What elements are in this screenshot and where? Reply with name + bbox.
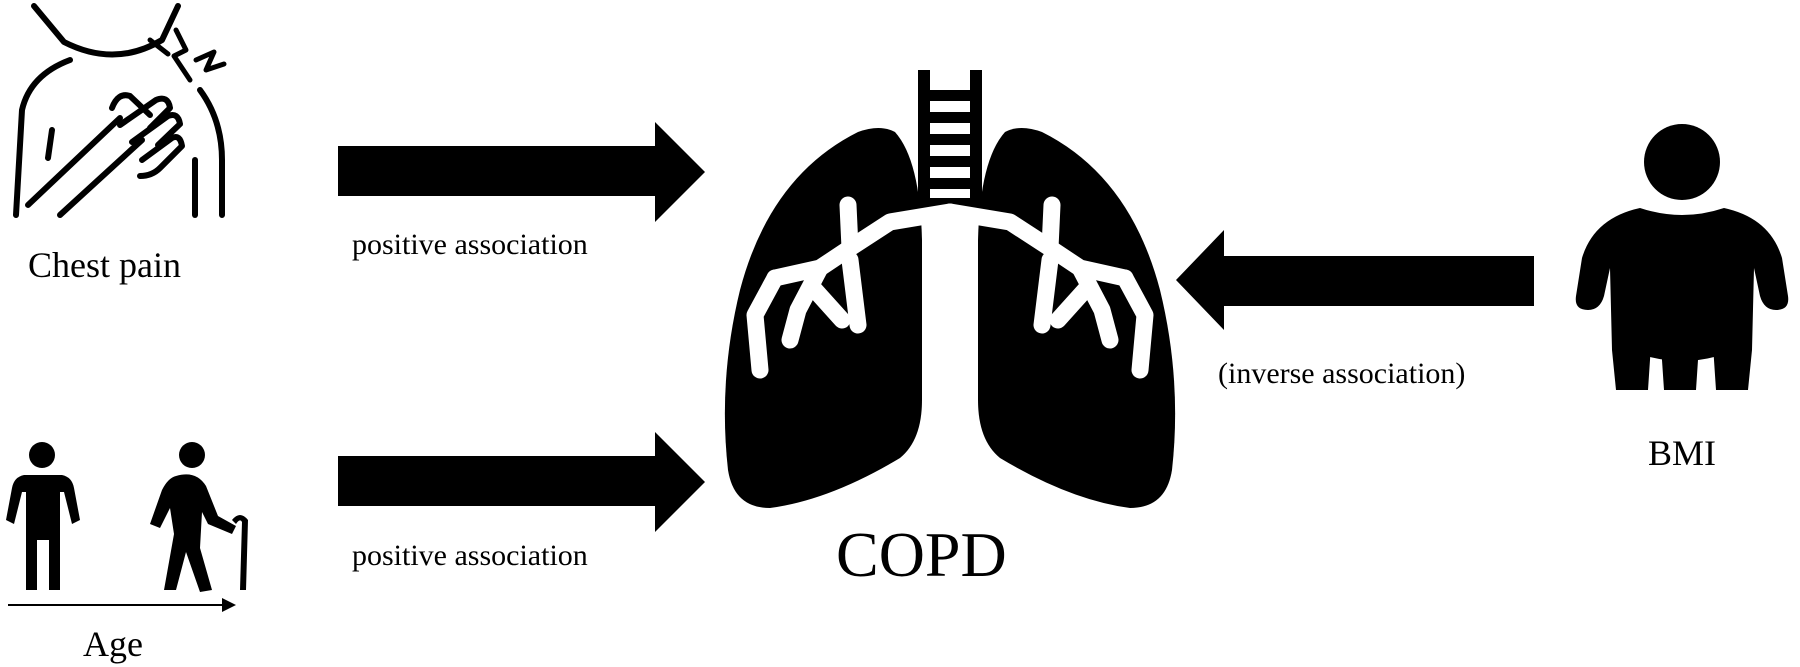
copd-label: COPD xyxy=(836,519,1007,590)
bmi-label: BMI xyxy=(1648,433,1717,473)
chest-pain-icon xyxy=(13,3,227,218)
age-association-label: positive association xyxy=(352,539,588,572)
lungs-icon xyxy=(724,70,1176,508)
aging-people-icon xyxy=(6,442,248,592)
chest-pain-label: Chest pain xyxy=(28,245,181,285)
age-axis-arrow xyxy=(8,598,236,612)
chest-pain-association-label: positive association xyxy=(352,228,588,261)
obese-person-icon xyxy=(1575,124,1789,390)
age-label: Age xyxy=(83,624,143,664)
bmi-association-label: (inverse association) xyxy=(1218,357,1466,390)
arrow-chest-pain-to-copd xyxy=(338,122,705,222)
arrow-bmi-to-copd xyxy=(1176,230,1534,330)
arrow-age-to-copd xyxy=(338,432,705,532)
